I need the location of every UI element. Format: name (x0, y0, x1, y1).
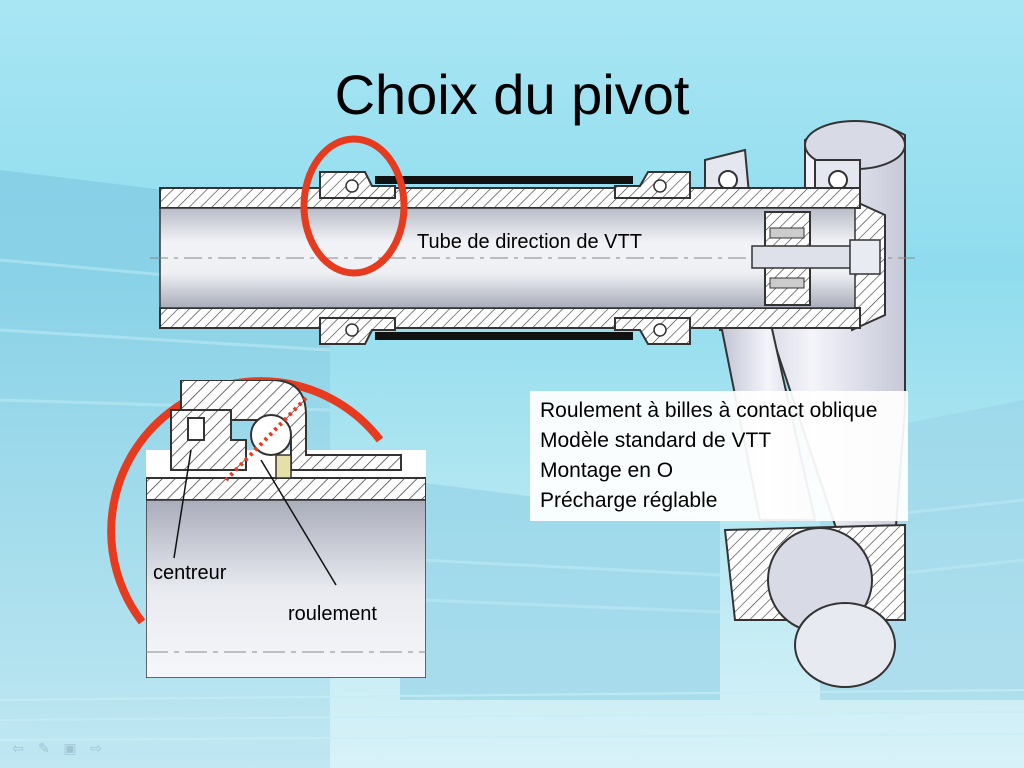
info-line-1: Roulement à billes à contact oblique (540, 399, 878, 422)
roulement-label: roulement (288, 603, 377, 625)
spacer-bottom (375, 332, 633, 340)
info-line-4: Précharge réglable (540, 489, 718, 512)
bearing-detail-view (146, 380, 426, 678)
bearing-left-top (319, 171, 396, 199)
bearing-right-bottom (614, 317, 691, 345)
centreur-leader-line (173, 449, 192, 559)
highlight-circle-top (300, 135, 408, 277)
centreur-label: centreur (153, 562, 227, 584)
forward-arrow-icon[interactable]: ⇨ (90, 740, 102, 756)
preload-bolt (751, 211, 881, 306)
bearing-left-bottom (319, 317, 396, 345)
info-line-3: Montage en O (540, 459, 674, 482)
roulement-leader-line (260, 459, 337, 586)
info-line-2: Modèle standard de VTT (540, 429, 772, 452)
contact-angle-line (224, 396, 308, 482)
spacer-top (375, 176, 633, 184)
info-box (530, 391, 908, 521)
tube-label: Tube de direction de VTT (417, 231, 642, 253)
back-arrow-icon[interactable]: ⇦ (12, 740, 24, 756)
bearing-right-top (614, 171, 691, 199)
slide-nav: ⇦ ✎ ▣ ⇨ (8, 740, 106, 756)
menu-icon[interactable]: ▣ (63, 740, 77, 756)
pen-icon[interactable]: ✎ (38, 740, 50, 756)
slide-title: Choix du pivot (334, 63, 690, 126)
